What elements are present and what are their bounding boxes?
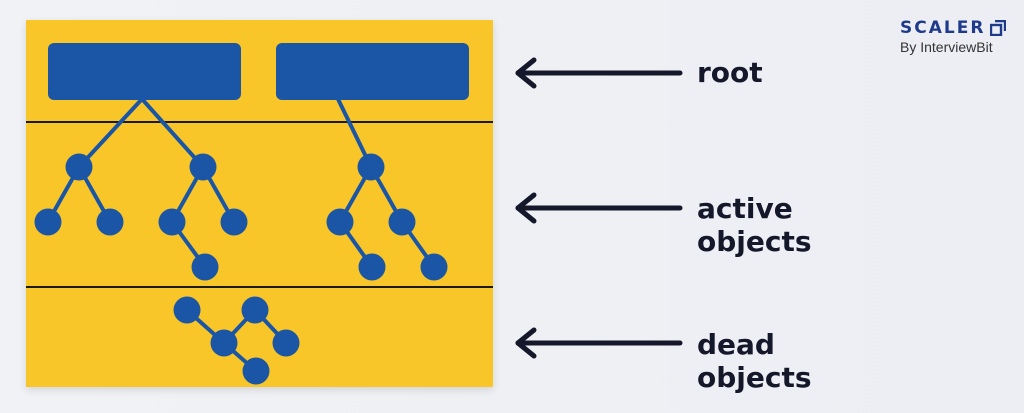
dead-object-node: [272, 329, 300, 357]
root-object-1: [48, 43, 241, 100]
dead-object-node: [173, 296, 201, 324]
active-object-node: [420, 253, 448, 281]
active-object-node: [326, 208, 354, 236]
active-object-node: [357, 153, 385, 181]
active-object-node: [358, 253, 386, 281]
arrow-left-icon: [515, 57, 683, 89]
scaler-logo-icon: [990, 20, 1007, 36]
active-object-node: [189, 153, 217, 181]
logo-subtitle: By InterviewBit: [900, 39, 993, 55]
active-object-node: [220, 208, 248, 236]
logo-title: SCALER: [900, 18, 986, 38]
dead-object-node: [241, 296, 269, 324]
arrow-left-icon: [515, 327, 683, 359]
active-object-node: [34, 208, 62, 236]
arrow-left-icon: [515, 192, 683, 224]
active-object-node: [388, 208, 416, 236]
scaler-logo: SCALER By InterviewBit: [900, 18, 1007, 55]
dead-object-node: [210, 329, 238, 357]
active-object-node: [96, 208, 124, 236]
root-object-2: [276, 43, 469, 100]
root-label: root: [697, 56, 763, 89]
dead-object-node: [242, 357, 270, 385]
active-object-node: [65, 153, 93, 181]
active-object-node: [158, 208, 186, 236]
active-object-node: [191, 253, 219, 281]
